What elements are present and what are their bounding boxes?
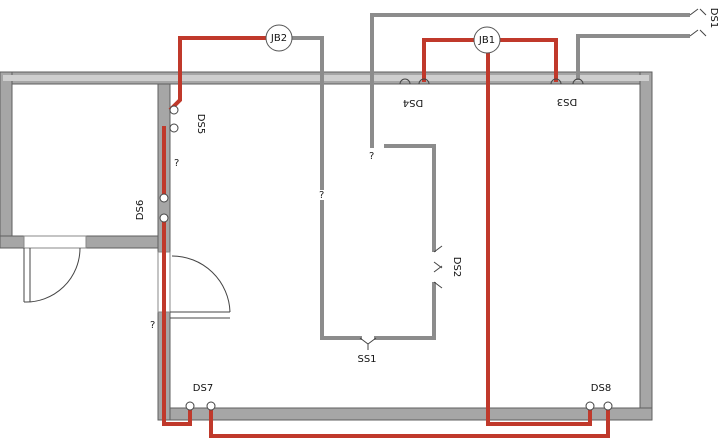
- wire-red-ds7-ds8: [209, 408, 610, 438]
- switch-ss1-icon: [359, 337, 377, 350]
- label-ds5: DS5: [195, 114, 206, 134]
- socket-ds8-a-icon: [585, 401, 595, 411]
- wire-grey-ds2-top: [384, 144, 436, 252]
- wire-grey-center-ss1: [320, 200, 362, 340]
- socket-ds7-b-icon: [206, 401, 216, 411]
- wire-red-jb1-ds8: [486, 52, 592, 426]
- unknown-marker-partition-upper: ?: [174, 158, 179, 169]
- label-jb2: JB2: [270, 33, 287, 44]
- grey-wires: [292, 13, 690, 340]
- label-ds7: DS7: [193, 383, 213, 394]
- socket-ds4-b-icon: [418, 78, 430, 85]
- wall-right: [639, 71, 653, 421]
- wire-red-jb2-ds5: [168, 36, 266, 112]
- socket-ds4-a-icon: [399, 78, 411, 85]
- wire-grey-jb2-center: [292, 36, 324, 190]
- socket-ds5-b-icon: [169, 123, 179, 133]
- label-ds2: DS2: [451, 257, 462, 277]
- walls: [0, 71, 653, 421]
- wall-small-room-stub: [0, 235, 25, 249]
- junction-box-jb2: [265, 24, 293, 52]
- socket-ds6-b-icon: [159, 213, 169, 223]
- wire-grey-ds1-ds3: [576, 34, 690, 80]
- wall-top-inner: [3, 75, 649, 81]
- unknown-marker-center-top: ?: [369, 151, 374, 162]
- junction-box-jb1: [473, 26, 501, 54]
- junction-boxes: [265, 24, 501, 54]
- socket-ds3-b-icon: [572, 78, 584, 85]
- wire-grey-ss1-ds2: [374, 282, 436, 340]
- wire-grey-ds1-top: [370, 13, 690, 148]
- door-swing-main: [171, 255, 231, 313]
- label-ds1: DS1: [708, 8, 719, 28]
- wire-red-jb1-ds3: [500, 38, 558, 82]
- wire-red-jb1-ds4: [422, 38, 474, 82]
- socket-ds5-a-icon: [169, 105, 179, 115]
- switch-ds2-b-icon: [433, 265, 443, 289]
- socket-ds3-a-icon: [550, 78, 562, 85]
- labels: JB2 JB1 DS5 DS6 DS7 DS8 DS4 DS3 DS2 DS1 …: [135, 8, 719, 394]
- door-frame-small-room: [23, 235, 87, 249]
- label-ds3: DS3: [557, 96, 577, 107]
- unknown-marker-partition-lower: ?: [150, 320, 155, 331]
- red-wires: [162, 36, 610, 438]
- wire-red-ds6-ds7: [162, 220, 192, 426]
- sockets: [159, 8, 707, 411]
- label-ds6: DS6: [135, 200, 146, 220]
- wall-bottom: [157, 407, 653, 421]
- socket-ds6-a-icon: [159, 193, 169, 203]
- switch-ds1-a-icon: [689, 8, 707, 16]
- socket-ds7-a-icon: [185, 401, 195, 411]
- socket-ds8-b-icon: [603, 401, 613, 411]
- label-ds4: DS4: [403, 97, 423, 108]
- label-ss1: SS1: [357, 354, 376, 365]
- label-ds8: DS8: [591, 383, 611, 394]
- label-jb1: JB1: [478, 35, 495, 46]
- door-swing-small-room: [23, 247, 81, 303]
- wall-small-room-bottom: [85, 235, 171, 249]
- unknown-marker-center-left: ?: [319, 190, 324, 201]
- wall-left: [0, 71, 13, 249]
- switch-ds1-b-icon: [689, 29, 707, 37]
